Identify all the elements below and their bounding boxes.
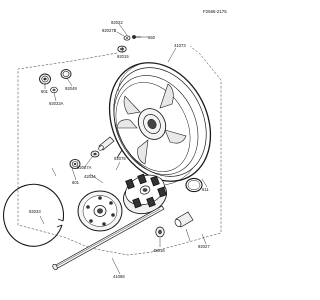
diagram-canvas: F2566-2175 <box>2 9 227 279</box>
label-92033a: 92033A <box>49 101 64 106</box>
circlip-92033 <box>2 183 65 247</box>
label-48016: 48016 <box>153 248 165 253</box>
label-550: 550 <box>148 35 156 40</box>
rear-wheel-rim <box>108 62 212 186</box>
spacer-92033a <box>50 86 58 94</box>
label-42034: 42034 <box>84 174 96 179</box>
sprocket-flange-plate <box>77 190 123 232</box>
label-92033: 92033 <box>29 209 41 214</box>
sleeve-92027a <box>98 136 115 151</box>
bearing-601-mid <box>69 158 81 170</box>
oil-seal-92049 <box>60 69 72 79</box>
nipple-550 <box>132 35 141 39</box>
assembly-boundary-frame <box>17 45 222 256</box>
label-611: 611 <box>202 187 209 192</box>
label-92075: 92075 <box>114 156 126 161</box>
collar-92027-bottom <box>174 211 194 228</box>
label-41073: 41073 <box>174 43 186 48</box>
label-92049: 92049 <box>65 86 77 91</box>
label-601-mid: 601 <box>72 180 80 185</box>
part-labels: 92022 92027B 92015 550 41073 92049 601 9… <box>29 20 210 279</box>
oil-seal-92015 <box>117 45 127 53</box>
label-601-top: 601 <box>41 89 49 94</box>
label-92015: 92015 <box>117 54 129 59</box>
label-41068: 41068 <box>113 274 125 279</box>
collar-92075 <box>90 150 100 158</box>
o-ring-611 <box>185 177 203 193</box>
rear-hub-coupling-42034 <box>123 173 167 215</box>
rear-axle-41068 <box>52 205 165 271</box>
label-92027a: 92027A <box>77 165 92 170</box>
label-92027-bottom: 92027 <box>198 244 210 249</box>
label-92027b: 92027B <box>102 28 117 33</box>
exploded-parts-diagram: F2566-2175 <box>2 9 227 279</box>
axle-collar-92027b <box>123 35 131 41</box>
diagram-reference-code: F2566-2175 <box>203 9 227 14</box>
label-92022: 92022 <box>111 20 123 25</box>
leader-lines <box>39 23 208 275</box>
washer-48016 <box>155 226 165 238</box>
bearing-601-top <box>39 73 51 85</box>
